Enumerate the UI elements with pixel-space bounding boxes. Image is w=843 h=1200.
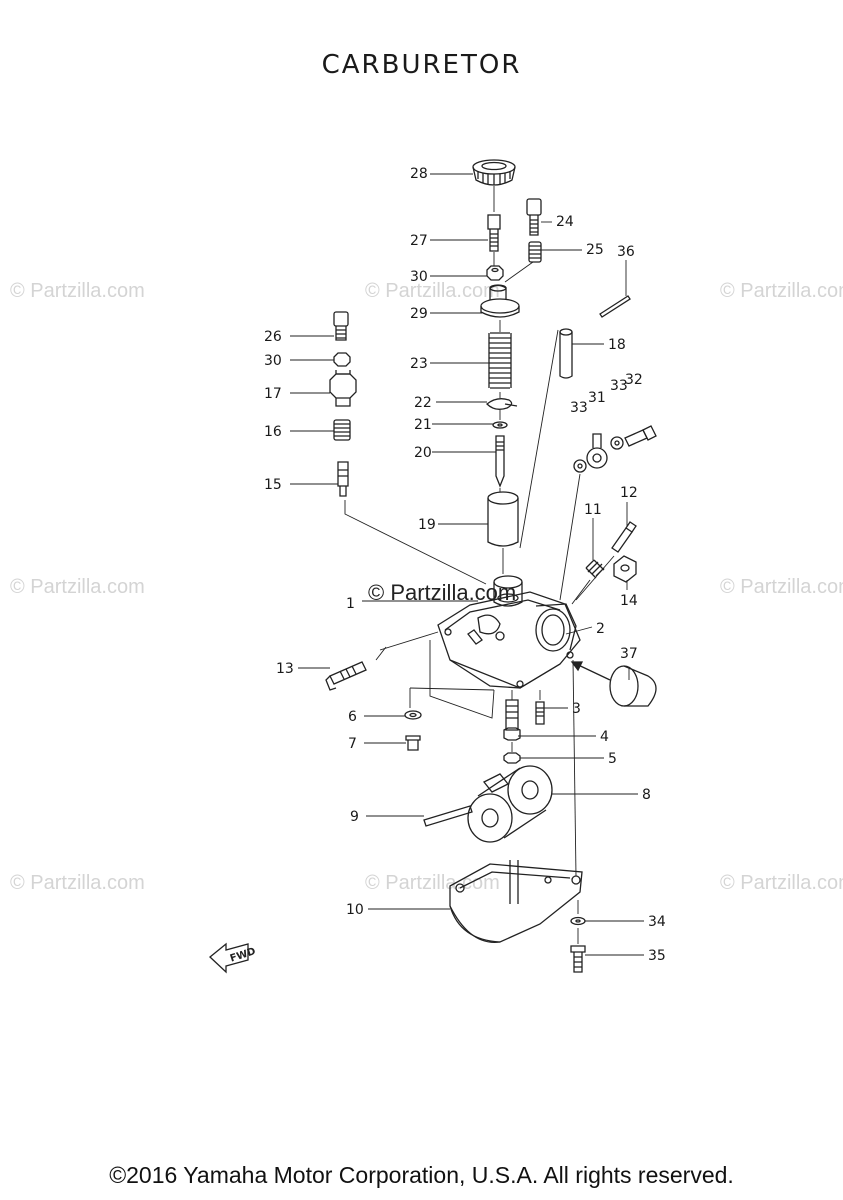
callout-7: 7 (348, 736, 357, 752)
part-18-pipe (559, 328, 573, 379)
part-35-screw (570, 945, 586, 973)
callout-9: 9 (350, 809, 359, 825)
callout-20: 20 (414, 445, 432, 461)
part-34-washer (570, 916, 586, 926)
part-3-pilot-jet (535, 701, 545, 725)
callout-23: 23 (410, 356, 428, 372)
part-17-adjuster (329, 370, 357, 407)
part-4-needle-jet (503, 699, 521, 741)
part-33-washer (573, 459, 587, 473)
callout-35: 35 (648, 948, 666, 964)
part-6-washer (404, 710, 422, 720)
callout-25: 25 (586, 242, 604, 258)
callout-33b: 33 (570, 400, 588, 416)
callout-37: 37 (620, 646, 638, 662)
callout-12: 12 (620, 485, 638, 501)
callout-2: 2 (596, 621, 605, 637)
part-11-spring (585, 559, 605, 579)
part-30-nut-left (333, 352, 351, 367)
callout-32: 32 (625, 372, 643, 388)
part-24-screw (526, 198, 542, 236)
callout-21: 21 (414, 417, 432, 433)
part-22-needle-clip (486, 398, 518, 410)
part-5-main-jet (503, 752, 521, 764)
callout-18: 18 (608, 337, 626, 353)
part-29-chamber-top (480, 284, 520, 318)
watermark: © Partzilla.com (10, 872, 145, 894)
callout-6: 6 (348, 709, 357, 725)
watermark-center: © Partzilla.com (368, 580, 517, 605)
part-27-cable-adjuster (487, 214, 501, 252)
part-1-carburetor-body (437, 575, 581, 689)
assembly-guide-lines (344, 186, 615, 944)
callout-24: 24 (556, 214, 574, 230)
callout-10: 10 (346, 902, 364, 918)
part-14-cap (613, 555, 637, 583)
part-20-jet-needle (495, 435, 505, 488)
part-23-throttle-spring (488, 332, 512, 389)
part-16-spring (333, 419, 351, 441)
callout-30: 30 (410, 269, 428, 285)
part-31-banjo (586, 433, 608, 469)
fwd-arrow-icon: FWD (209, 942, 257, 974)
callout-28: 28 (410, 166, 428, 182)
part-9-float-pin (423, 805, 473, 827)
part-12-stop-screw (611, 521, 637, 553)
callout-31: 31 (588, 390, 606, 406)
callout-15: 15 (264, 477, 282, 493)
part-13-air-screw (325, 661, 367, 691)
callout-26: 26 (264, 329, 282, 345)
part-10-float-chamber (449, 860, 583, 943)
part-37-boot (609, 665, 657, 707)
watermark: © Partzilla.com (720, 872, 843, 894)
callout-22: 22 (414, 395, 432, 411)
callout-16: 16 (264, 424, 282, 440)
callout-5: 5 (608, 751, 617, 767)
callout-8: 8 (642, 787, 651, 803)
page-title: CARBURETOR (321, 50, 522, 80)
watermark: © Partzilla.com (720, 280, 843, 302)
callout-17: 17 (264, 386, 282, 402)
part-19-throttle-valve (487, 491, 519, 547)
callout-33: 33 (610, 378, 628, 394)
copyright-footer: ©2016 Yamaha Motor Corporation, U.S.A. A… (109, 1162, 734, 1188)
part-33-washer-2 (610, 436, 624, 450)
watermark: © Partzilla.com (10, 576, 145, 598)
part-28-top-cap (472, 159, 516, 186)
callout-4: 4 (600, 729, 609, 745)
part-30-nut (486, 265, 504, 281)
callout-leaders (290, 173, 644, 956)
part-8-float (467, 765, 553, 843)
callout-29: 29 (410, 306, 428, 322)
callout-36: 36 (617, 244, 635, 260)
part-32-banjo-bolt (624, 425, 657, 447)
part-25-spring (528, 241, 542, 263)
callout-11: 11 (584, 502, 602, 518)
part-21-washer (492, 421, 508, 429)
callout-34: 34 (648, 914, 666, 930)
callout-1: 1 (346, 596, 355, 612)
part-36-pin (599, 295, 631, 318)
watermark: © Partzilla.com (10, 280, 145, 302)
part-15-starter-plunger (337, 461, 349, 497)
callout-30b: 30 (264, 353, 282, 369)
callout-19: 19 (418, 517, 436, 533)
callout-3: 3 (572, 701, 581, 717)
part-26-cap (333, 311, 349, 341)
callout-14: 14 (620, 593, 638, 609)
callout-13: 13 (276, 661, 294, 677)
callout-27: 27 (410, 233, 428, 249)
watermark: © Partzilla.com (720, 576, 843, 598)
part-7-plug (405, 735, 421, 751)
watermark: © Partzilla.com (365, 280, 500, 302)
